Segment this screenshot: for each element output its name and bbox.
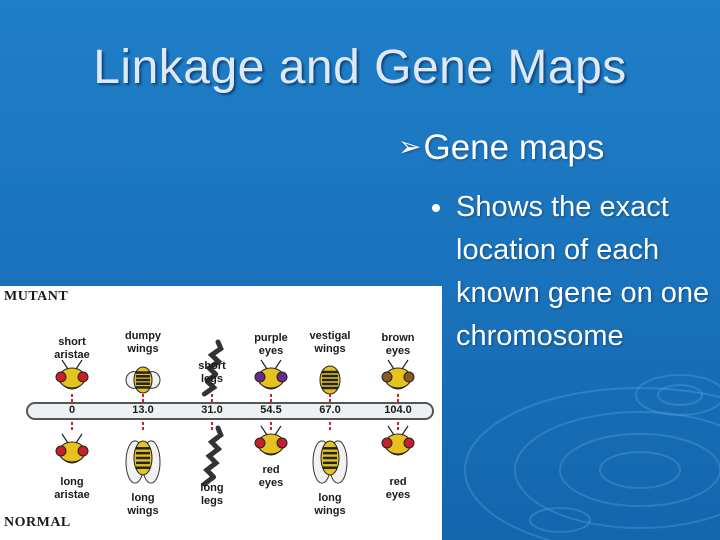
normal-label: NORMAL xyxy=(4,515,71,530)
normal-trait-label-line: legs xyxy=(200,495,223,507)
mutant-trait-label-line: wings xyxy=(127,343,159,355)
map-position-label: 31.0 xyxy=(201,404,223,416)
map-position-label: 67.0 xyxy=(319,404,341,416)
normal-trait-label-line: long xyxy=(131,492,155,504)
brown-eyes-fly-left-eye xyxy=(381,371,393,383)
mutant-label: MUTANT xyxy=(4,289,69,304)
red-eyes-fly-right-eye xyxy=(276,437,288,449)
normal-trait-label-line: red xyxy=(389,476,407,488)
red-eyes-fly-mouth xyxy=(262,451,280,456)
normal-trait-label-line: wings xyxy=(314,505,346,517)
map-position-label: 54.5 xyxy=(260,404,282,416)
normal-trait-label-line: long xyxy=(200,482,224,494)
mutant-trait-label-line: eyes xyxy=(385,345,411,357)
red-eyes-fly-2-right-eye xyxy=(403,437,415,449)
long-aristae-fly-mouth xyxy=(63,459,81,464)
mutant-trait-label-line: eyes xyxy=(258,345,284,357)
short-aristae-fly-right-eye xyxy=(77,371,89,383)
mutant-trait-label-line: dumpy xyxy=(124,330,162,342)
long-aristae-fly-left-eye xyxy=(55,445,67,457)
bullet-gene-maps: ➢Gene maps xyxy=(398,128,604,168)
red-eyes-fly-2-antenna xyxy=(387,425,409,436)
red-eyes-fly-2-left-eye xyxy=(381,437,393,449)
red-eyes-fly-left-eye xyxy=(254,437,266,449)
gene-map-figure: MUTANT NORMAL 0 13.0 31.0 54.5 67.0 104.0 shor… xyxy=(0,286,442,540)
long-aristae-fly-right-eye xyxy=(77,445,89,457)
purple-eyes-fly-mouth xyxy=(262,385,280,390)
mutant-trait-label-line: short xyxy=(198,360,226,372)
purple-eyes-fly-left-eye xyxy=(254,371,266,383)
map-position-label: 13.0 xyxy=(132,404,154,416)
normal-trait-label-line: wings xyxy=(127,505,159,517)
normal-trait-label-line: eyes xyxy=(258,477,284,489)
short-aristae-fly-mouth xyxy=(63,385,81,390)
round-bullet-icon xyxy=(432,204,440,212)
short-aristae-fly-left-eye xyxy=(55,371,67,383)
purple-eyes-fly-right-eye xyxy=(276,371,288,383)
mutant-trait-label-line: short xyxy=(58,336,86,348)
fly-illustrations xyxy=(55,339,415,487)
brown-eyes-fly-mouth xyxy=(389,385,407,390)
normal-trait-label-line: long xyxy=(318,492,342,504)
mutant-trait-label-line: purple xyxy=(254,332,288,344)
slide-title: Linkage and Gene Maps xyxy=(93,41,627,94)
brown-eyes-fly-right-eye xyxy=(403,371,415,383)
map-position-label: 104.0 xyxy=(384,404,412,416)
red-eyes-fly-2-mouth xyxy=(389,451,407,456)
mutant-trait-label-line: legs xyxy=(200,373,223,385)
long-legs-leg xyxy=(201,425,224,487)
purple-eyes-fly-antenna xyxy=(260,359,282,370)
red-eyes-fly-antenna xyxy=(260,425,282,436)
normal-trait-label-line: long xyxy=(60,476,84,488)
short-aristae-fly-antenna xyxy=(61,359,83,370)
normal-trait-label-line: red xyxy=(262,464,280,476)
bullet-gene-maps-text: Gene maps xyxy=(423,128,605,167)
normal-trait-label-line: aristae xyxy=(54,489,90,501)
mutant-trait-label-line: wings xyxy=(314,343,346,355)
chromosome-bar xyxy=(26,402,434,420)
long-aristae-fly-antenna xyxy=(61,433,83,444)
short-legs-leg xyxy=(201,339,224,397)
mutant-trait-label-line: aristae xyxy=(54,349,90,361)
bullet-description: Shows the exact location of each known g… xyxy=(456,191,710,352)
normal-trait-label-line: eyes xyxy=(385,489,411,501)
arrow-bullet-icon: ➢ xyxy=(398,131,422,162)
map-position-label: 0 xyxy=(68,404,76,416)
mutant-trait-label-line: brown xyxy=(381,332,415,344)
mutant-trait-label-line: vestigal xyxy=(309,330,351,342)
brown-eyes-fly-antenna xyxy=(387,359,409,370)
